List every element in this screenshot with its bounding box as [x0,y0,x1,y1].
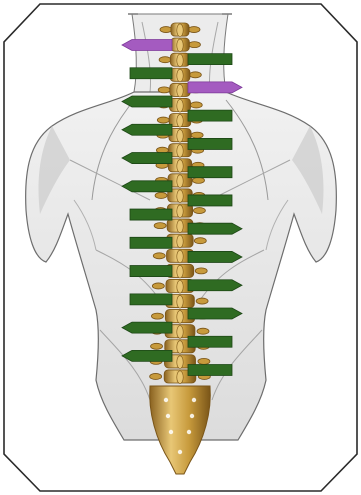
green-arrow-marker-left [122,181,172,192]
green-flat-marker-right [188,195,232,206]
green-flat-marker-left [130,68,172,79]
sacral-foramen [169,430,173,434]
green-flat-marker-left [130,294,172,305]
green-flat-marker-right [188,54,232,65]
sacral-foramen [190,414,194,418]
green-arrow-marker-right [188,280,242,291]
green-arrow-marker-right [188,308,242,319]
green-flat-marker-right [188,138,232,149]
green-arrow-marker-left [122,350,172,361]
sacral-foramen [164,398,168,402]
sacral-foramen [166,414,170,418]
green-flat-marker-right [188,336,232,347]
green-flat-marker-right [188,110,232,121]
purple-arrow-marker-left [122,40,172,51]
green-flat-marker-right [188,167,232,178]
green-arrow-marker-left [122,124,172,135]
purple-arrow-marker-right [188,82,242,93]
green-flat-marker-left [130,266,172,277]
green-flat-marker-left [130,237,172,248]
sacral-foramen [192,398,196,402]
green-arrow-marker-right [188,251,242,262]
green-flat-marker-left [130,209,172,220]
green-arrow-marker-right [188,223,242,234]
green-arrow-marker-left [122,96,172,107]
green-flat-marker-right [188,365,232,376]
green-arrow-marker-left [122,153,172,164]
sacral-foramen [187,430,191,434]
sacral-foramen [178,450,182,454]
green-arrow-marker-left [122,322,172,333]
